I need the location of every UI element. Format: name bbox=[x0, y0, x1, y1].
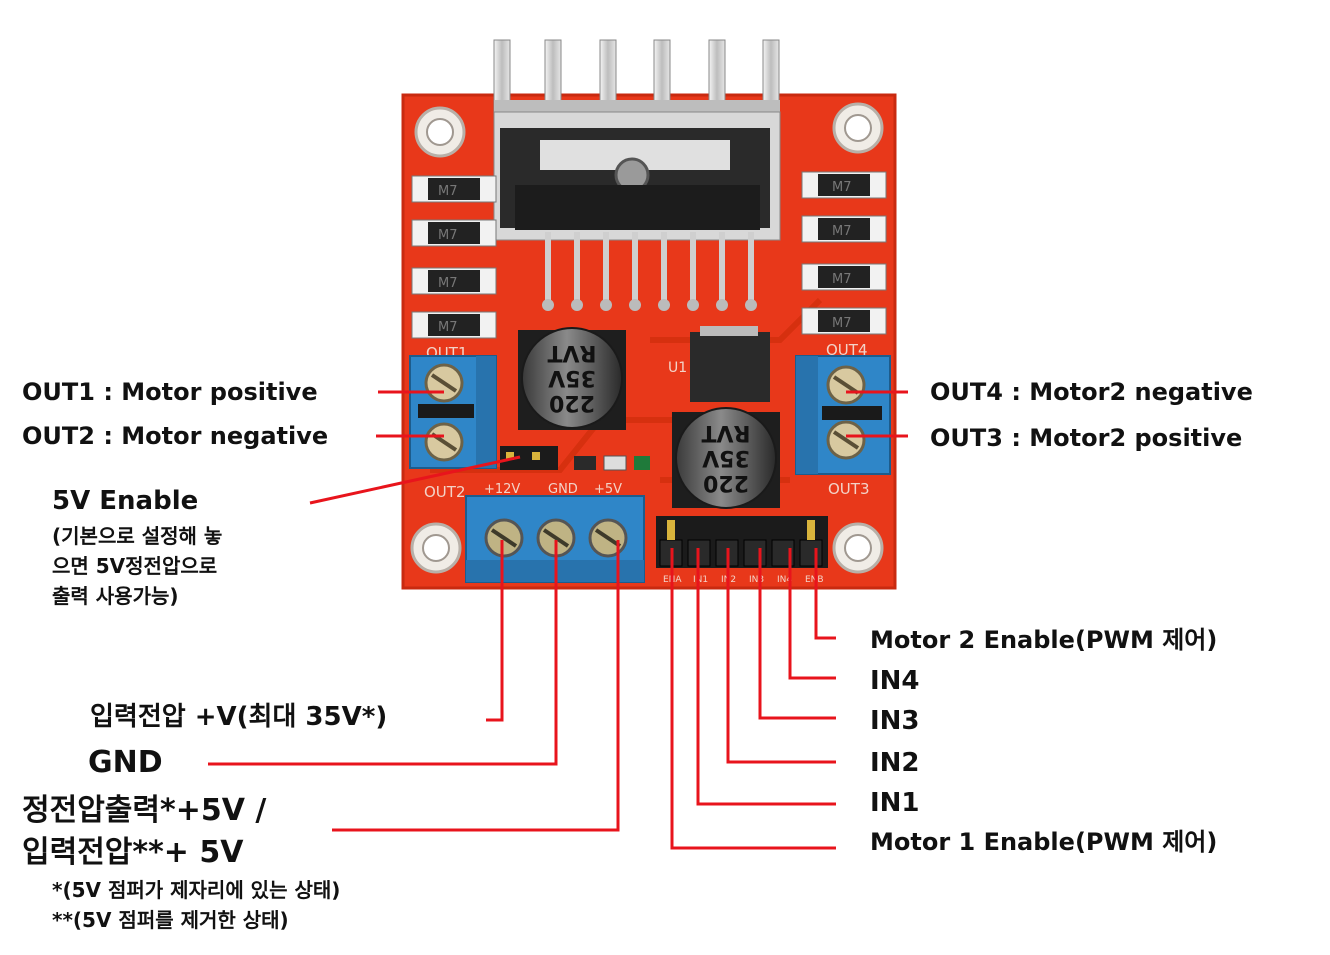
label-in3: IN3 bbox=[870, 706, 920, 736]
cap-value: 220 bbox=[703, 470, 749, 495]
label-5v-input: 입력전압**+ 5V bbox=[22, 835, 244, 870]
diodes-left: M7 M7 M7 M7 bbox=[411, 175, 497, 339]
cap-voltage: 35V bbox=[548, 365, 596, 390]
silk-u1: U1 bbox=[668, 360, 687, 376]
label-5v-enable-note: 으면 5V정전압으로 bbox=[52, 554, 218, 578]
header-pin-in1: IN1 bbox=[693, 575, 708, 585]
leader-5v-enable bbox=[309, 455, 521, 505]
label-5v-enable: 5V Enable bbox=[52, 486, 199, 516]
leader-in1 bbox=[696, 548, 836, 806]
leader-5v bbox=[332, 540, 620, 832]
leader-lines bbox=[208, 390, 908, 850]
leader-gnd bbox=[208, 540, 558, 766]
label-ena: Motor 1 Enable(PWM 제어) bbox=[870, 828, 1218, 856]
label-in4: IN4 bbox=[870, 666, 920, 696]
label-vin: 입력전압 +V(최대 35V*) bbox=[90, 702, 388, 732]
header-pin-in4: IN4 bbox=[777, 575, 792, 585]
leader-in4 bbox=[788, 548, 836, 680]
silk-out2: OUT2 bbox=[424, 483, 466, 501]
capacitor-1: 220 35V RVT bbox=[518, 327, 626, 430]
terminal-out4-out3 bbox=[795, 355, 891, 475]
capacitor-2: 220 35V RVT bbox=[672, 407, 780, 509]
heatsink bbox=[493, 39, 781, 241]
diode-mark: M7 bbox=[832, 316, 852, 331]
label-out4: OUT4 : Motor2 negative bbox=[930, 378, 1253, 406]
diode-mark: M7 bbox=[438, 320, 458, 335]
diode-mark: M7 bbox=[832, 224, 852, 239]
label-out3: OUT3 : Motor2 positive bbox=[930, 424, 1243, 452]
label-out1: OUT1 : Motor positive bbox=[22, 378, 318, 406]
diode-mark: M7 bbox=[438, 228, 458, 243]
silk-out4: OUT4 bbox=[826, 341, 868, 359]
diode-mark: M7 bbox=[832, 180, 852, 195]
mounting-holes bbox=[410, 102, 884, 574]
label-gnd: GND bbox=[88, 745, 163, 780]
diode-mark: M7 bbox=[438, 184, 458, 199]
label-out2: OUT2 : Motor negative bbox=[22, 422, 329, 450]
terminal-out1-out2 bbox=[409, 355, 497, 469]
leader-in2 bbox=[726, 548, 836, 764]
voltage-regulator bbox=[690, 326, 770, 402]
header-pin-enb: ENB bbox=[805, 575, 824, 585]
cap-brand: RVT bbox=[702, 420, 751, 445]
leader-vin bbox=[486, 540, 504, 722]
label-enb: Motor 2 Enable(PWM 제어) bbox=[870, 626, 1218, 654]
label-5v-enable-note: 출력 사용가능) bbox=[52, 584, 179, 608]
label-5v-output: 정전압출력*+5V / bbox=[22, 793, 267, 828]
cap-voltage: 35V bbox=[702, 445, 750, 470]
label-5v-enable-note: (기본으로 설정해 놓 bbox=[52, 524, 223, 548]
footnote-1: *(5V 점퍼가 제자리에 있는 상태) bbox=[52, 878, 341, 902]
silk-12v: +12V bbox=[484, 482, 520, 497]
footnote-2: **(5V 점퍼를 제거한 상태) bbox=[52, 908, 289, 932]
leader-ena bbox=[670, 548, 836, 850]
diode-mark: M7 bbox=[832, 272, 852, 287]
leader-in3 bbox=[758, 548, 836, 720]
label-in2: IN2 bbox=[870, 748, 920, 778]
label-in1: IN1 bbox=[870, 788, 920, 818]
silk-out3: OUT3 bbox=[828, 480, 870, 498]
silk-gnd: GND bbox=[548, 482, 578, 497]
silk-5v: +5V bbox=[594, 482, 622, 497]
cap-value: 220 bbox=[549, 390, 595, 415]
cap-brand: RVT bbox=[548, 340, 597, 365]
diodes-right: M7 M7 M7 M7 bbox=[801, 171, 887, 335]
diode-mark: M7 bbox=[438, 276, 458, 291]
driver-ic-pins bbox=[542, 232, 757, 311]
leader-enb bbox=[814, 548, 836, 640]
header-pin-in3: IN3 bbox=[749, 575, 764, 585]
smd-parts bbox=[574, 455, 650, 471]
